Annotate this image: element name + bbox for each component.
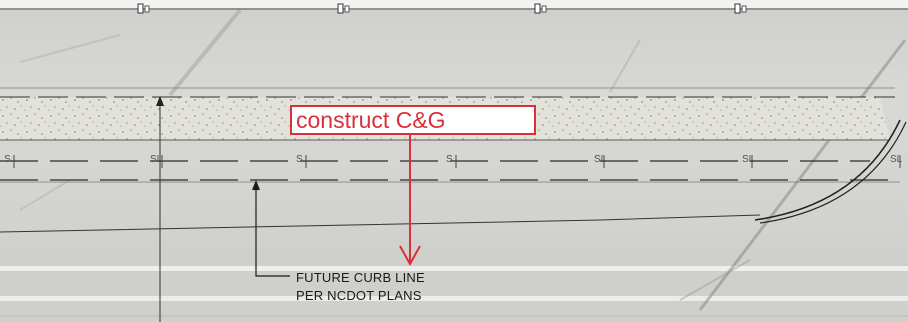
future-curb-note-line2: PER NCDOT PLANS [296,288,422,303]
callout-text: construct C&G [296,107,446,133]
station-mark: SL [742,154,755,165]
station-mark: SL [150,154,163,165]
curb-return-curve [754,119,901,221]
station-mark: SL [890,154,903,165]
station-mark: SL [594,154,607,165]
future-curb-dashed-lines [0,160,900,183]
future-curb-leader [252,180,290,277]
top-property-line [0,3,908,14]
construct-cg-callout: construct C&G [290,105,536,135]
future-curb-note-line1: FUTURE CURB LINE [296,270,425,285]
station-mark: S [4,154,11,165]
roadway-lanes [0,248,908,322]
station-mark: S [296,154,303,165]
station-mark: S [446,154,453,165]
dimension-line [156,96,164,322]
station-ticks [13,155,901,168]
edge-of-pavement [0,214,761,233]
callout-leader-arrow [399,135,421,267]
aerial-streaks [19,8,907,311]
